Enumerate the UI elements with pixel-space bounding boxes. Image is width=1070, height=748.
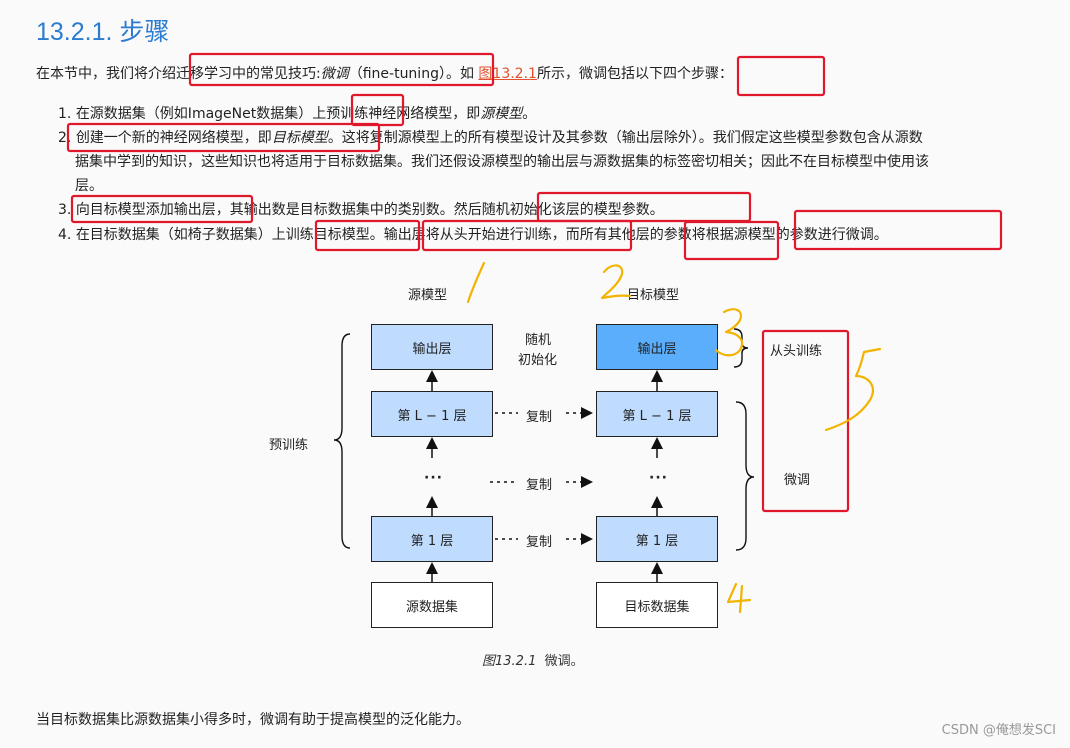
intro-text-3: 所示，微调包括以下四个步骤：: [536, 66, 733, 82]
step-number: 4.: [58, 227, 72, 243]
step-3: 3. 向目标模型添加输出层，其输出数是目标数据集中的类别数。然后随机初始化该层的…: [58, 200, 664, 220]
watermark: CSDN @俺想发SCI: [941, 723, 1056, 738]
step-1: 1. 在源数据集（例如ImageNet数据集）上预训练神经网络模型，即源模型。: [58, 104, 536, 124]
step-number: 2.: [58, 130, 72, 146]
closing-paragraph: 当目标数据集比源数据集小得多时，微调有助于提高模型的泛化能力。: [36, 712, 470, 728]
intro-term: 微调: [320, 66, 349, 82]
intro-paragraph: 在本节中，我们将介绍迁移学习中的常见技巧:微调（fine-tuning）。如 图…: [36, 64, 733, 84]
step-4: 4. 在目标数据集（如椅子数据集）上训练目标模型。输出层将从头开始进行训练，而所…: [58, 225, 888, 245]
intro-text-2: （fine-tuning）。如: [348, 66, 479, 82]
step-number: 3.: [58, 202, 72, 218]
source-layer-l1: 第 L − 1 层: [371, 391, 493, 437]
random-init-label-1: 随机: [525, 333, 552, 348]
step-text: 。: [522, 106, 537, 122]
step-text: 在目标数据集（如椅子数据集）上训练目标模型。输出层将从头开始进行训练，而所有其他…: [75, 227, 888, 243]
target-layer-1: 第 1 层: [596, 516, 718, 562]
source-layer-1: 第 1 层: [371, 516, 493, 562]
target-layer-l1: 第 L − 1 层: [596, 391, 718, 437]
pretrain-label: 预训练: [269, 438, 309, 453]
caption-text: 微调。: [544, 654, 584, 669]
section-heading: 13.2.1. 步骤: [36, 12, 169, 48]
step-text: 。这将复制源模型上的所有模型设计及其参数（输出层除外）。我们假定这些模型参数包含…: [327, 130, 923, 146]
random-init-label-2: 初始化: [518, 353, 558, 368]
step-text: 向目标模型添加输出层，其输出数是目标数据集中的类别数。然后随机初始化该层的模型参…: [75, 202, 664, 218]
figure-caption: 图13.2.1 微调。: [482, 650, 584, 669]
step-2-line-3: 层。: [75, 178, 103, 194]
copy-label-1: 复制: [526, 535, 553, 550]
copy-label-l1: 复制: [526, 410, 553, 425]
source-model-label: 源模型: [408, 288, 448, 303]
caption-fig-number: 图13.2.1: [482, 654, 537, 669]
target-model-label: 目标模型: [627, 288, 680, 303]
intro-text-1: 在本节中，我们将介绍迁移学习中的常见技巧:: [36, 66, 321, 82]
step-em: 目标模型: [271, 130, 328, 146]
target-ellipsis: ···: [649, 470, 668, 486]
copy-label-mid: 复制: [526, 478, 553, 493]
step-2-line-2: 据集中学到的知识，这些知识也将适用于目标数据集。我们还假设源模型的输出层与源数据…: [75, 154, 929, 170]
target-dataset-box: 目标数据集: [596, 582, 718, 628]
step-em: 源模型: [480, 106, 523, 122]
section-title: 步骤: [119, 18, 170, 46]
target-output-layer: 输出层: [596, 324, 718, 370]
step-text: 在源数据集（例如ImageNet数据集）上预训练神经网络模型，即: [75, 106, 481, 122]
fine-tune-label: 微调: [784, 473, 811, 488]
source-ellipsis: ···: [424, 470, 443, 486]
section-number: 13.2.1.: [36, 18, 113, 46]
step-text: 创建一个新的神经网络模型，即: [75, 130, 272, 146]
step-number: 1.: [58, 106, 72, 122]
step-2: 2. 创建一个新的神经网络模型，即目标模型。这将复制源模型上的所有模型设计及其参…: [58, 128, 923, 148]
source-dataset-box: 源数据集: [371, 582, 493, 628]
source-output-layer: 输出层: [371, 324, 493, 370]
train-from-scratch-label: 从头训练: [770, 344, 823, 359]
figure-link[interactable]: 图13.2.1: [478, 66, 537, 82]
